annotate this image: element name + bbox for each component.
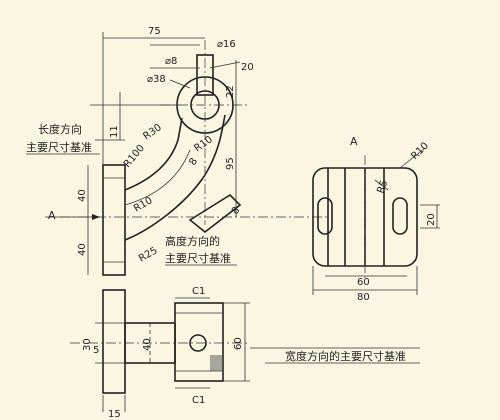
dim-40-top-view: 40 <box>142 338 153 351</box>
view-a <box>312 147 440 295</box>
dim-r5-view-a: R5 <box>375 179 390 195</box>
height-basis-line1: 高度方向的 <box>165 234 220 248</box>
dim-22: 22 <box>225 85 236 98</box>
dim-r10-top: R10 <box>192 134 214 154</box>
dim-20-dia: 20 <box>241 62 254 73</box>
dim-30: 30 <box>82 338 93 351</box>
view-a-slot-left <box>317 197 333 235</box>
dim-38-dia: ⌀38 <box>147 74 166 85</box>
dim-5: 5 <box>93 345 99 356</box>
dim-60-view-a: 60 <box>357 277 370 288</box>
length-basis-line2: 主要尺寸基准 <box>26 140 92 154</box>
dim-r10-arm: R10 <box>132 195 155 214</box>
dim-16-dia: ⌀16 <box>217 39 236 50</box>
rib <box>188 193 242 234</box>
dim-c1-top: C1 <box>192 286 205 297</box>
top-view <box>70 289 420 412</box>
dim-75: 75 <box>148 26 161 37</box>
dim-15: 15 <box>108 409 121 420</box>
dim-8-rib: 8 <box>187 156 200 168</box>
height-basis-line2: 主要尺寸基准 <box>165 251 231 265</box>
dim-40-upper: 40 <box>77 189 88 202</box>
width-basis-label: 宽度方向的主要尺寸基准 <box>285 349 406 363</box>
dim-40-lower: 40 <box>77 243 88 256</box>
dim-95: 95 <box>225 157 236 170</box>
front-view <box>45 40 330 276</box>
dim-80-view-a: 80 <box>357 292 370 303</box>
dim-r10-view-a: R10 <box>409 140 431 162</box>
base-plate <box>102 164 126 276</box>
dim-8-base: 8 <box>230 205 243 217</box>
dim-r30: R30 <box>141 122 163 142</box>
dim-20-view-a: 20 <box>426 213 437 226</box>
dim-8-dia: ⌀8 <box>165 56 177 67</box>
top-view-boss <box>174 302 224 382</box>
top-view-flange <box>102 289 126 394</box>
length-basis-line1: 长度方向 <box>38 122 82 136</box>
dim-60-top-view: 60 <box>233 337 244 350</box>
dim-r25: R25 <box>137 245 160 264</box>
view-a-slot-right <box>392 197 408 235</box>
dim-c1-bottom: C1 <box>192 395 205 406</box>
dim-11: 11 <box>109 125 120 138</box>
front-dimensions <box>87 32 241 275</box>
view-arrow-a-label: A <box>48 209 56 222</box>
curved-arm <box>124 114 226 241</box>
dim-r100: R100 <box>122 143 147 170</box>
view-a-title: A <box>350 135 358 148</box>
